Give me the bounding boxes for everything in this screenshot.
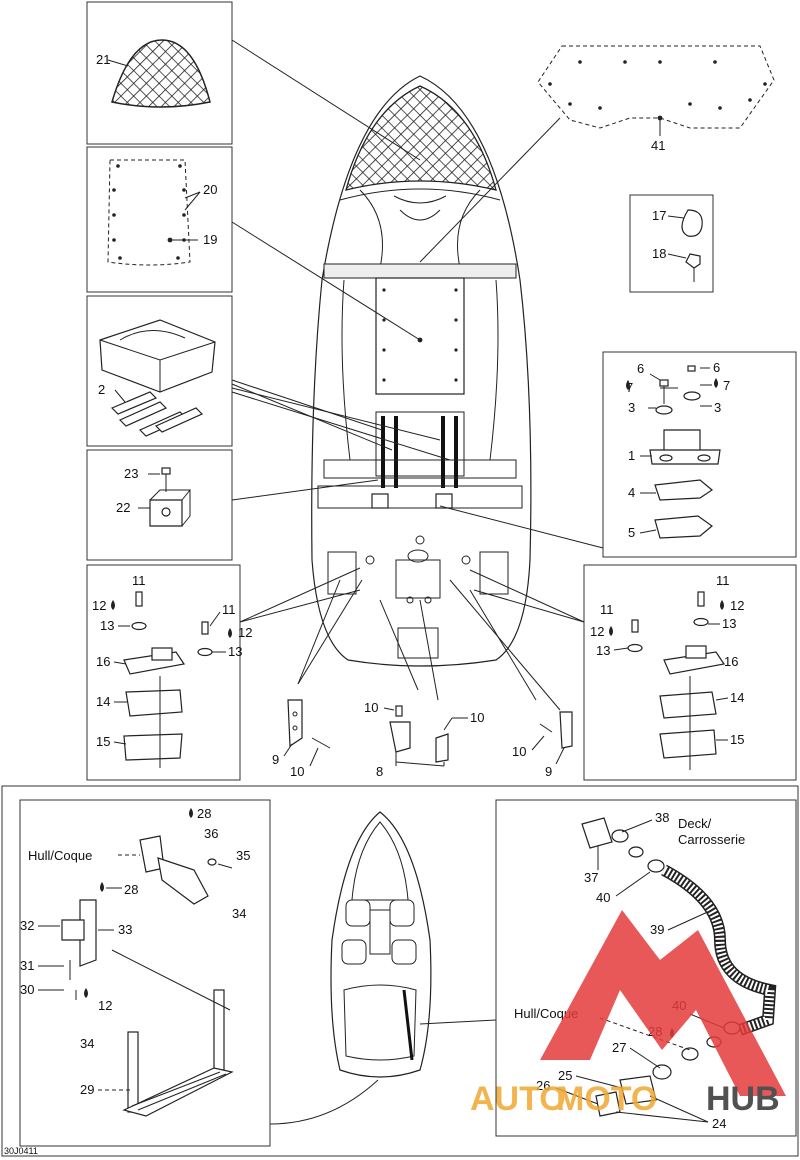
- hull-coque-label-left: Hull/Coque: [28, 848, 92, 863]
- watermark-auto: AUTO: [470, 1080, 566, 1118]
- callout-32: 32: [20, 918, 34, 933]
- callout-15-left: 15: [96, 734, 110, 749]
- callout-13-left-a: 13: [100, 618, 114, 633]
- callout-9-left: 9: [272, 752, 279, 767]
- callout-22: 22: [116, 500, 130, 515]
- deck-label: Deck/: [678, 816, 712, 831]
- callout-40-top: 40: [596, 890, 610, 905]
- ladder-step-part: [122, 1067, 234, 1117]
- callout-31: 31: [20, 958, 34, 973]
- callout-15-right: 15: [730, 732, 744, 747]
- box-part-2: 2: [86, 295, 233, 447]
- watermark-hub: HUB: [706, 1080, 780, 1118]
- access-plate-part: [107, 159, 191, 266]
- bottom-panel: [1, 785, 799, 1157]
- callout-12-left-a: 12: [92, 598, 106, 613]
- callout-16-right: 16: [724, 654, 738, 669]
- callout-37: 37: [584, 870, 598, 885]
- box-part-41: 41: [537, 45, 775, 153]
- callout-6-left: 6: [637, 361, 644, 376]
- callout-11-right-a: 11: [716, 573, 730, 588]
- watermark-logo: AUTO MOTO HUB: [470, 910, 786, 1118]
- foam-block-part: [99, 319, 216, 393]
- callout-12-right-a: 12: [730, 598, 744, 613]
- callout-28-top: 28: [197, 806, 211, 821]
- callout-12-right-b: 12: [590, 624, 604, 639]
- callout-29: 29: [80, 1082, 94, 1097]
- callout-33: 33: [118, 922, 132, 937]
- callout-10-mr: 10: [470, 710, 484, 725]
- callout-10-br: 10: [512, 744, 526, 759]
- callout-11-left-a: 11: [132, 573, 146, 588]
- carrosserie-label: Carrosserie: [678, 832, 745, 847]
- callout-3-right: 3: [714, 400, 721, 415]
- callout-34-top: 34: [232, 906, 246, 921]
- callout-23: 23: [124, 466, 138, 481]
- callout-5: 5: [628, 525, 635, 540]
- callout-26: 26: [536, 1078, 550, 1093]
- cover-plate-part: [537, 45, 775, 129]
- hull-top-view: [311, 75, 532, 667]
- callout-7-right: 7: [723, 378, 730, 393]
- box-part-21: 21: [86, 1, 233, 145]
- leader-lines: [231, 39, 604, 711]
- brackets-8-9-10: 9 10 10 10 8 10 9: [272, 699, 573, 779]
- hull-perspective-view: [269, 811, 497, 1125]
- callout-14-right: 14: [730, 690, 744, 705]
- callout-38: 38: [655, 810, 669, 825]
- callout-19: 19: [203, 232, 217, 247]
- box-left-parts-11-16: 11 12 13 11 12 13 16 14 15: [86, 564, 252, 781]
- callout-20: 20: [203, 182, 217, 197]
- callout-14-left: 14: [96, 694, 110, 709]
- callout-16-left: 16: [96, 654, 110, 669]
- callout-13-right-b: 13: [596, 643, 610, 658]
- callout-18: 18: [652, 246, 666, 261]
- callout-11-right-b: 11: [600, 602, 614, 617]
- box-ladder-parts: Hull/Coque 28 36 35 34 28 32 33 31 30 12…: [19, 799, 271, 1147]
- callout-12-ladder: 12: [98, 998, 112, 1013]
- callout-11-left-b: 11: [222, 602, 236, 617]
- callout-24: 24: [712, 1116, 726, 1131]
- callout-12-left-b: 12: [238, 625, 252, 640]
- reference-code: 30J0411: [4, 1146, 38, 1156]
- callout-39: 39: [650, 922, 664, 937]
- hull-coque-label-right: Hull/Coque: [514, 1006, 578, 1021]
- callout-34-bottom: 34: [80, 1036, 94, 1051]
- watermark-moto: MOTO: [556, 1080, 657, 1118]
- box-parts-1-7: 6 7 3 6 7 3 1 4 5: [602, 351, 797, 558]
- box-parts-17-18: 17 18: [629, 194, 714, 293]
- hull-mesh-deck: [345, 85, 497, 191]
- callout-2: 2: [98, 382, 105, 397]
- box-right-parts-11-16: 11 12 13 11 12 13 16 14 15: [583, 564, 797, 781]
- callout-3-left: 3: [628, 400, 635, 415]
- callout-1: 1: [628, 448, 635, 463]
- callout-6-right: 6: [713, 360, 720, 375]
- callout-36: 36: [204, 826, 218, 841]
- callout-8: 8: [376, 764, 383, 779]
- callout-25: 25: [558, 1068, 572, 1083]
- callout-21: 21: [96, 52, 110, 67]
- mesh-cover-part: [111, 39, 211, 108]
- box-drain-parts: 38 Deck/ Carrosserie 37 40 39 40 Hull/Co…: [495, 799, 797, 1137]
- callout-10-bl: 10: [290, 764, 304, 779]
- callout-41: 41: [651, 138, 665, 153]
- callout-17: 17: [652, 208, 666, 223]
- callout-35: 35: [236, 848, 250, 863]
- callout-28-mid: 28: [124, 882, 138, 897]
- callout-13-left-b: 13: [228, 644, 242, 659]
- callout-9-right: 9: [545, 764, 552, 779]
- hull-access-opening: [375, 277, 465, 395]
- callout-27: 27: [612, 1040, 626, 1055]
- callout-4: 4: [628, 485, 635, 500]
- callout-10-mid: 10: [364, 700, 378, 715]
- box-parts-22-23: 23 22: [86, 449, 233, 561]
- callout-13-right-a: 13: [722, 616, 736, 631]
- box-parts-19-20: 20 19: [86, 146, 233, 293]
- callout-30: 30: [20, 982, 34, 997]
